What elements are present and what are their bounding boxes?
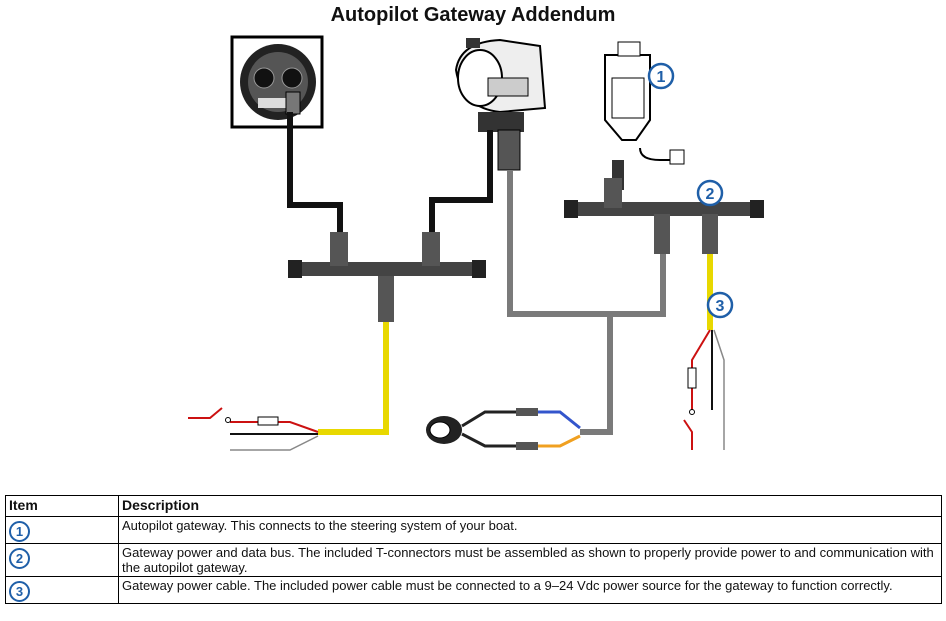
- callout-1-label: 1: [657, 69, 666, 86]
- item-description: Autopilot gateway. This connects to the …: [118, 516, 942, 544]
- callout-3-label: 3: [716, 298, 725, 315]
- item-description: Gateway power cable. The included power …: [118, 576, 942, 604]
- legend-header-row: Item Description: [5, 495, 942, 517]
- course-computer: [454, 38, 547, 171]
- header-description: Description: [118, 495, 942, 517]
- callout-1: 1: [647, 62, 675, 90]
- callout-2-label: 2: [706, 186, 715, 203]
- right-t-connector-backbone: [564, 178, 764, 254]
- item-number: 2: [9, 548, 30, 569]
- table-row: 2 Gateway power and data bus. The includ…: [5, 543, 942, 577]
- left-t-connector-backbone: [288, 232, 486, 322]
- callout-2: 2: [696, 179, 724, 207]
- wiring-diagram: 1 2 3: [188, 35, 764, 451]
- autopilot-gateway: [604, 41, 685, 190]
- item-number: 1: [9, 521, 30, 542]
- callout-3: 3: [706, 291, 734, 319]
- item-description: Gateway power and data bus. The included…: [118, 543, 942, 577]
- sensor: [426, 408, 581, 450]
- item-number: 3: [9, 581, 30, 602]
- display-unit: [230, 35, 324, 129]
- header-item: Item: [5, 495, 119, 517]
- table-row: 3 Gateway power cable. The included powe…: [5, 576, 942, 604]
- page-title: Autopilot Gateway Addendum: [330, 4, 616, 26]
- legend-table: Item Description 1 Autopilot gateway. Th…: [5, 495, 942, 604]
- table-row: 1 Autopilot gateway. This connects to th…: [5, 516, 942, 544]
